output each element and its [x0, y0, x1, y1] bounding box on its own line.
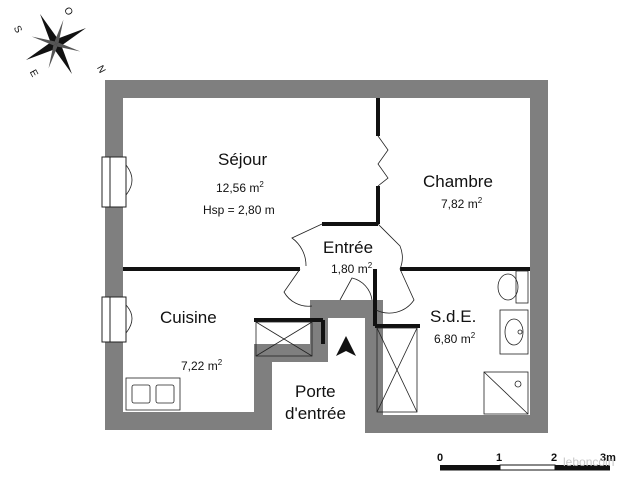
- watermark: leboncoin: [563, 455, 615, 469]
- bathroom-fixtures: [376, 270, 529, 415]
- room-area-sejour: 12,56 m2: [216, 180, 264, 195]
- interior-partitions: [123, 98, 530, 344]
- room-area-entree: 1,80 m2: [331, 261, 372, 276]
- window-sejour: [101, 156, 133, 208]
- room-area-cuisine: 7,22 m2: [181, 358, 222, 373]
- area-unit-exp: 2: [217, 358, 223, 367]
- window-cuisine: [101, 296, 133, 343]
- area-value: 1,80 m: [331, 262, 368, 276]
- scale-tick-1: 1: [496, 452, 503, 464]
- entrance-arrow: [336, 336, 356, 356]
- room-name-sde: S.d.E.: [430, 307, 477, 326]
- entrance-label-line1: Porte: [295, 382, 336, 401]
- room-name-chambre: Chambre: [423, 172, 493, 191]
- room-name-cuisine: Cuisine: [160, 308, 217, 327]
- area-value: 7,82 m: [441, 197, 478, 211]
- area-unit-exp: 2: [477, 196, 483, 205]
- area-value: 7,22 m: [181, 359, 218, 373]
- scale-tick-0: 0: [437, 452, 444, 464]
- door-swings: [283, 135, 415, 314]
- room-name-entree: Entrée: [323, 238, 374, 257]
- scale-bar: [440, 464, 610, 471]
- scale-tick-2: 2: [551, 452, 558, 464]
- area-unit-exp: 2: [259, 180, 264, 189]
- area-value: 6,80 m: [434, 332, 471, 346]
- room-height-sejour: Hsp = 2,80 m: [203, 203, 275, 217]
- scale-tick-3m: 3m: [600, 452, 616, 464]
- area-unit-exp: 2: [367, 261, 373, 270]
- room-area-chambre: 7,82 m2: [441, 196, 482, 211]
- area-value: 12,56 m: [216, 181, 260, 195]
- entrance-label-line2: d'entrée: [285, 404, 346, 423]
- room-name-sejour: Séjour: [218, 150, 268, 169]
- room-area-sde: 6,80 m2: [434, 331, 475, 346]
- compass-rose: [25, 13, 87, 75]
- kitchen-counter: [125, 321, 313, 411]
- area-unit-exp: 2: [470, 331, 476, 340]
